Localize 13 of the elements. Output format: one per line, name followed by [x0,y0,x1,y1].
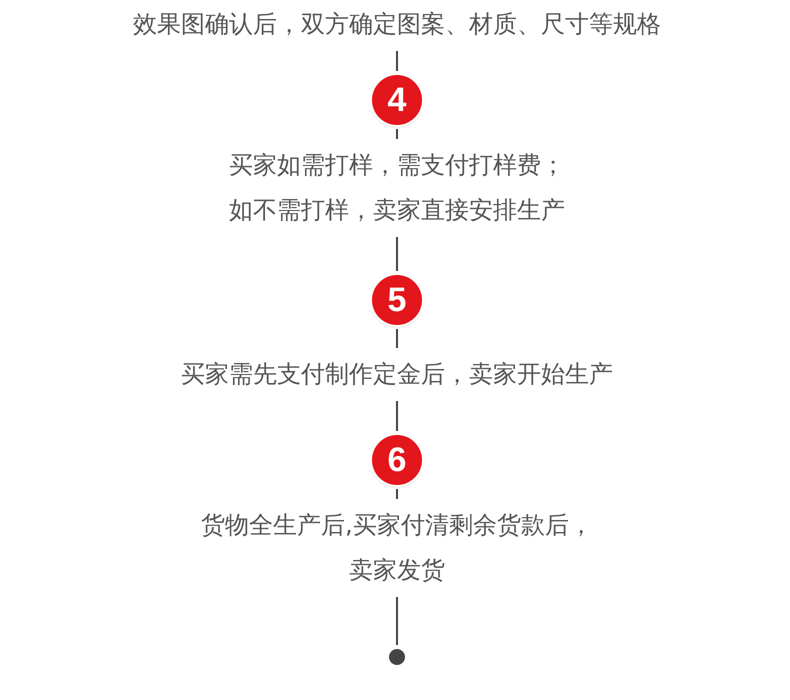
connector-line [396,237,398,271]
step-description: 货物全生产后,买家付清剩余货款后， [201,510,593,541]
step-description: 卖家发货 [349,555,445,586]
step-description: 如不需打样，卖家直接安排生产 [229,195,565,226]
step-description: 效果图确认后，双方确定图案、材质、尺寸等规格 [133,9,661,40]
connector-line [396,597,398,645]
connector-line [396,51,398,71]
step-description: 买家需先支付制作定金后，卖家开始生产 [181,359,613,390]
step-description: 买家如需打样，需支付打样费； [229,150,565,181]
connector-line [396,489,398,499]
connector-line [396,329,398,348]
connector-line [396,129,398,139]
connector-line [396,401,398,431]
